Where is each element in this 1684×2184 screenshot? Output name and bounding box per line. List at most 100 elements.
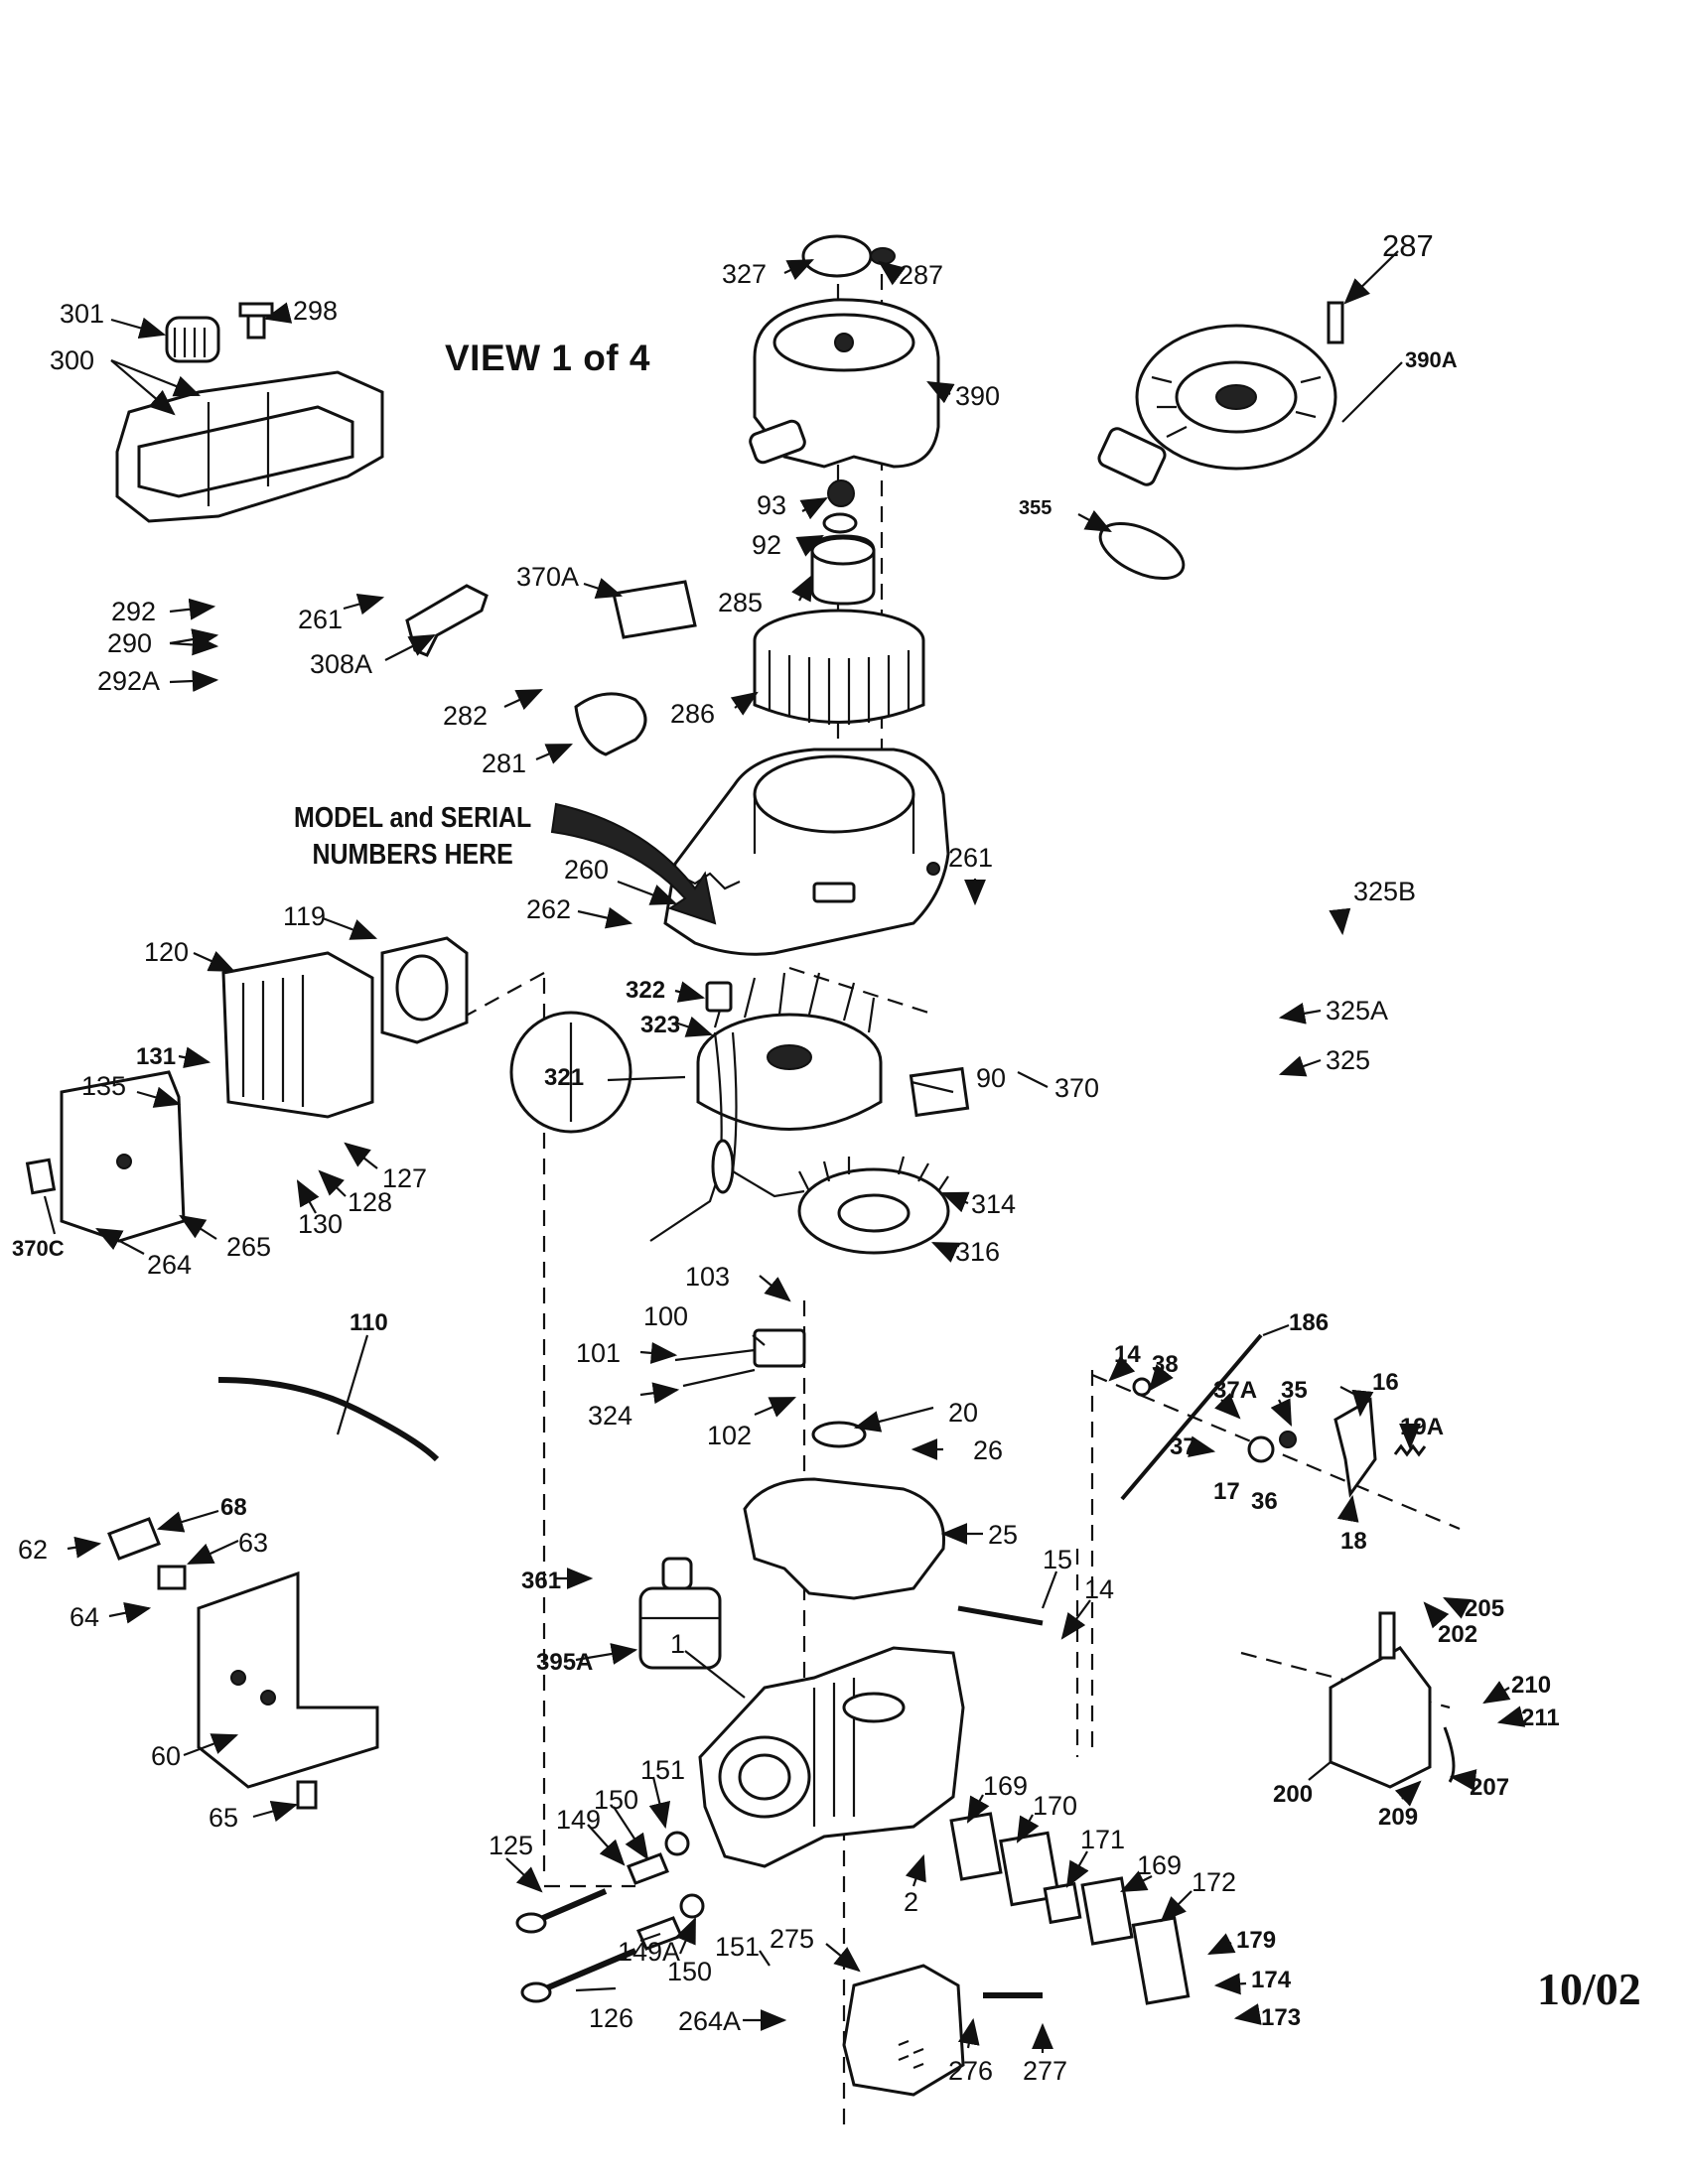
callout-127: 127: [382, 1163, 427, 1193]
callout-36: 36: [1251, 1488, 1278, 1515]
callout-355: 355: [1019, 497, 1052, 519]
solenoid-395a: [638, 1557, 722, 1670]
callout-174: 174: [1251, 1967, 1292, 1993]
callout-151a: 151: [640, 1755, 685, 1785]
callout-275: 275: [770, 1924, 814, 1954]
part-drawings: [25, 234, 1456, 2097]
callout-261b: 261: [948, 843, 993, 873]
callout-150b: 150: [667, 1957, 712, 1986]
callout-38: 38: [1152, 1351, 1179, 1378]
callout-325: 325: [1326, 1045, 1370, 1075]
mounting-bracket-60: [197, 1570, 379, 1789]
callout-102: 102: [707, 1421, 752, 1450]
callout-202: 202: [1438, 1621, 1477, 1648]
callout-14b: 14: [1084, 1574, 1114, 1604]
callout-16: 16: [1372, 1369, 1399, 1396]
carburetor-gaskets: [949, 1812, 1191, 2005]
callout-211: 211: [1521, 1705, 1560, 1731]
callout-390a: 390A: [1405, 347, 1458, 372]
callout-370: 370: [1054, 1073, 1099, 1103]
callout-37: 37: [1170, 1433, 1196, 1460]
callout-64: 64: [70, 1602, 99, 1632]
callout-68: 68: [220, 1494, 247, 1521]
model-note-line-2: NUMBERS HERE: [312, 839, 513, 871]
callout-149a: 149A: [618, 1937, 680, 1967]
callout-151b: 151: [715, 1932, 760, 1962]
callout-150a: 150: [594, 1785, 638, 1815]
callout-390: 390: [955, 381, 1000, 411]
callout-128: 128: [348, 1187, 392, 1217]
governor-linkage: [957, 1333, 1427, 1626]
callout-65: 65: [209, 1803, 238, 1833]
callout-325b: 325B: [1353, 877, 1416, 906]
label-370a: [612, 580, 697, 639]
label-370: [909, 1066, 970, 1118]
callout-92: 92: [752, 530, 781, 560]
callout-322: 322: [626, 977, 665, 1004]
control-bracket-200: [1329, 1611, 1456, 1789]
engine-block-1: [698, 1646, 965, 1868]
callout-205: 205: [1465, 1595, 1504, 1622]
module-100: [753, 1328, 806, 1368]
callout-172: 172: [1192, 1867, 1236, 1897]
callout-323: 323: [640, 1012, 680, 1038]
label-370c: [25, 1158, 57, 1195]
callout-2: 2: [904, 1887, 918, 1917]
callout-131: 131: [136, 1043, 176, 1070]
callout-200: 200: [1273, 1781, 1313, 1808]
bracket-281: [574, 692, 647, 756]
callout-170: 170: [1033, 1791, 1077, 1821]
callout-290: 290: [107, 628, 152, 658]
callout-308a: 308A: [310, 649, 372, 679]
callout-1: 1: [670, 1629, 685, 1659]
blower-housing-260: [663, 748, 950, 956]
callout-90: 90: [976, 1063, 1006, 1093]
callout-325a: 325A: [1326, 996, 1388, 1025]
callout-285: 285: [718, 588, 763, 617]
callout-37a: 37A: [1213, 1377, 1257, 1404]
callout-126: 126: [589, 2003, 633, 2033]
callout-26: 26: [973, 1435, 1003, 1465]
callout-63: 63: [238, 1528, 268, 1558]
callout-316: 316: [955, 1237, 1000, 1267]
callout-260: 260: [564, 855, 609, 885]
callout-17: 17: [1213, 1478, 1240, 1505]
callout-292a: 292A: [97, 666, 160, 696]
callout-264a: 264A: [678, 2006, 741, 2036]
callout-179: 179: [1236, 1927, 1276, 1954]
callout-35: 35: [1281, 1377, 1308, 1404]
callout-149: 149: [556, 1805, 601, 1835]
recoil-starter-390: [749, 234, 940, 469]
callout-287b: 287: [1382, 228, 1434, 263]
callout-286: 286: [670, 699, 715, 729]
callout-20: 20: [948, 1398, 978, 1428]
callout-labels: 301 298 300 327 287 390 287 390A 355 93 …: [12, 228, 1560, 2086]
callout-277: 277: [1023, 2056, 1067, 2086]
model-note-line-1: MODEL and SERIAL: [294, 802, 532, 834]
callout-262: 262: [526, 894, 571, 924]
callout-19a: 19A: [1400, 1414, 1444, 1440]
callout-186: 186: [1289, 1309, 1329, 1336]
model-serial-arrow: [550, 802, 717, 925]
cylinder-head-120: [221, 951, 374, 1119]
valves: [515, 1831, 705, 2003]
callout-15: 15: [1043, 1545, 1072, 1574]
callout-62: 62: [18, 1535, 48, 1565]
air-cleaner-assembly: [115, 302, 384, 523]
callout-370c: 370C: [12, 1236, 65, 1261]
callout-370a: 370A: [516, 562, 579, 592]
callout-209: 209: [1378, 1804, 1418, 1831]
callout-361: 361: [521, 1568, 561, 1594]
callout-119: 119: [283, 901, 326, 931]
flywheel-90: [696, 972, 883, 1131]
callout-130: 130: [298, 1209, 343, 1239]
callout-276: 276: [948, 2056, 993, 2086]
callout-110: 110: [350, 1309, 388, 1336]
wire-110: [217, 1377, 440, 1462]
starter-cup-285: [810, 479, 876, 606]
callout-324: 324: [588, 1401, 632, 1431]
callout-171: 171: [1080, 1825, 1125, 1854]
callout-25: 25: [988, 1520, 1018, 1550]
